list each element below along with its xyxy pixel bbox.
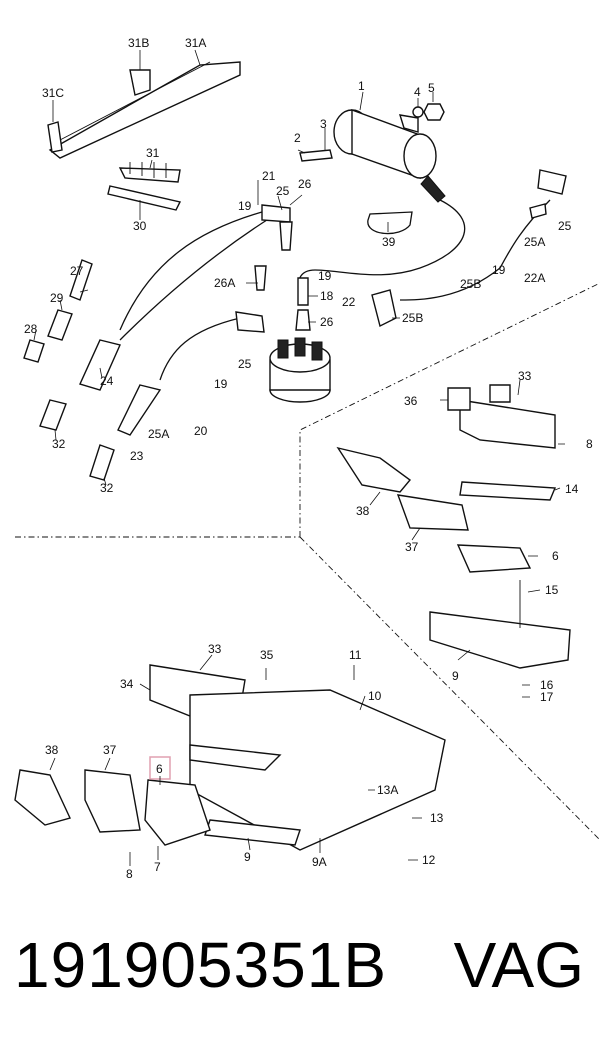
callout-6-a: 6 (552, 549, 559, 563)
callout-26-a: 26 (298, 177, 312, 191)
callout-37-a: 37 (405, 540, 419, 554)
distributor-cap (269, 337, 331, 403)
callout-23: 23 (130, 449, 144, 463)
callout-25B-b: 25B (460, 277, 481, 291)
harness-bracket (47, 61, 241, 211)
callout-31C: 31C (42, 86, 64, 100)
footer: 191905351B VAG (0, 928, 600, 1038)
callout-9A: 9A (312, 855, 327, 869)
callout-28: 28 (24, 322, 38, 336)
callout-7: 7 (154, 860, 161, 874)
section-frame (15, 282, 600, 841)
callout-25-b: 25 (558, 219, 572, 233)
callout-15: 15 (545, 583, 559, 597)
callout-17: 17 (540, 690, 554, 704)
callout-21: 21 (262, 169, 276, 183)
callout-11: 11 (349, 648, 362, 662)
callout-25A-b: 25A (148, 427, 169, 441)
callout-5: 5 (428, 81, 435, 95)
callout-labels: 31B 31A 31C 31 30 1 2 3 4 5 21 25 26 19 … (24, 36, 593, 881)
callout-8-a: 8 (586, 437, 593, 451)
callout-33-a: 33 (518, 369, 532, 383)
strap-clamp (367, 211, 413, 235)
callout-18: 18 (320, 289, 334, 303)
callout-16: 16 (540, 678, 554, 692)
brand-label: VAG (453, 929, 584, 1001)
leader-lines (33, 49, 565, 866)
callout-25-c: 25 (238, 357, 252, 371)
callout-14: 14 (565, 482, 579, 496)
callout-4: 4 (414, 85, 421, 99)
callout-9-a: 9 (452, 669, 459, 683)
callout-25B: 25B (402, 311, 423, 325)
callout-33-b: 33 (208, 642, 222, 656)
callout-26-b: 26 (320, 315, 334, 329)
callout-13: 13 (430, 811, 444, 825)
part-number: 191905351B (14, 929, 388, 1001)
callout-25-a: 25 (276, 184, 290, 198)
callout-32-b: 32 (100, 481, 114, 495)
callout-32-a: 32 (52, 437, 66, 451)
control-unit-lower (14, 664, 446, 851)
callout-38-a: 38 (356, 504, 370, 518)
callout-8-b: 8 (126, 867, 133, 881)
callout-25A-a: 25A (524, 235, 545, 249)
ignition-wires (119, 199, 551, 381)
callout-1: 1 (358, 79, 365, 93)
callout-22A: 22A (524, 271, 545, 285)
callout-10: 10 (368, 689, 382, 703)
ignition-coil (299, 103, 446, 203)
exploded-parts-diagram: 31B 31A 31C 31 30 1 2 3 4 5 21 25 26 19 … (14, 36, 600, 881)
callout-12: 12 (422, 853, 436, 867)
callout-22: 22 (342, 295, 356, 309)
callout-13A: 13A (377, 783, 398, 797)
spark-plugs (23, 259, 162, 481)
callout-31: 31 (146, 146, 160, 160)
callout-27: 27 (70, 264, 84, 278)
callout-29: 29 (50, 291, 64, 305)
callout-30: 30 (133, 219, 147, 233)
callout-35: 35 (260, 648, 274, 662)
callout-26A: 26A (214, 276, 235, 290)
callout-9-b: 9 (244, 850, 251, 864)
callout-19-c: 19 (214, 377, 228, 391)
plug-connectors (235, 169, 567, 333)
callout-6-b: 6 (156, 762, 163, 776)
callout-34: 34 (120, 677, 134, 691)
callout-31A: 31A (185, 36, 206, 50)
callout-38-b: 38 (45, 743, 59, 757)
control-unit-upper (336, 384, 571, 669)
callout-2: 2 (294, 131, 301, 145)
callout-24: 24 (100, 374, 114, 388)
callout-37-b: 37 (103, 743, 117, 757)
callout-19-d: 19 (492, 263, 506, 277)
callout-39: 39 (382, 235, 396, 249)
callout-36: 36 (404, 394, 418, 408)
callout-19-b: 19 (318, 269, 332, 283)
callout-31B: 31B (128, 36, 149, 50)
callout-20: 20 (194, 424, 208, 438)
callout-3: 3 (320, 117, 327, 131)
callout-19-a: 19 (238, 199, 252, 213)
